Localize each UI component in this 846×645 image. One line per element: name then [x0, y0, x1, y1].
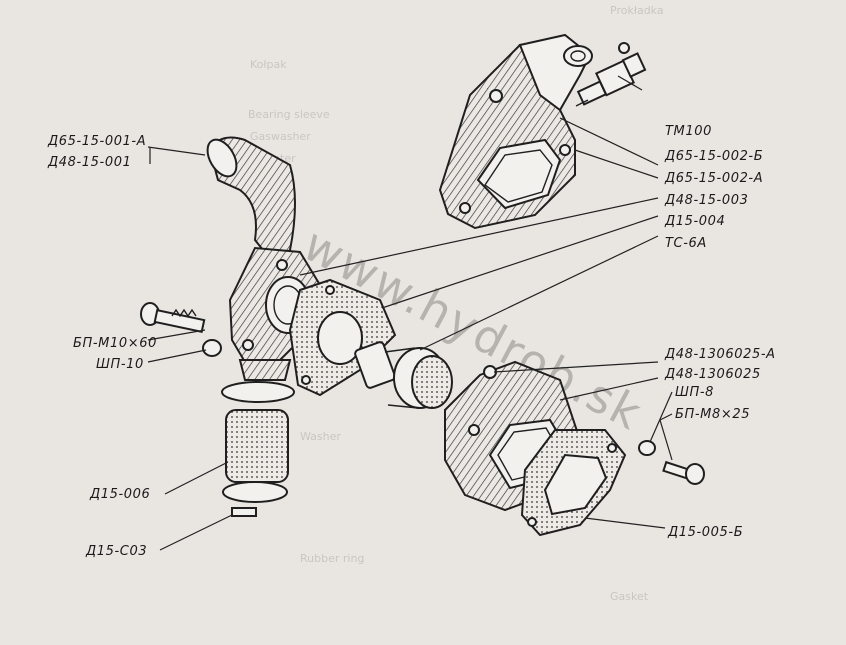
- label-d65-15-001-a: Д65-15-001-А: [47, 134, 146, 149]
- leader-lines: [147, 75, 673, 551]
- ghost-text-3: Bearing sleeve: [248, 108, 330, 121]
- label-d65-15-002-a: Д65-15-002-А: [664, 171, 763, 186]
- bolt-m10x60: [140, 302, 206, 334]
- ghost-text-4: Gaswasher: [250, 130, 311, 143]
- label-d15-003: Д15-С03: [85, 544, 147, 559]
- ghost-text-2: Kołpak: [250, 58, 287, 71]
- ghost-text-6: Washer: [300, 430, 341, 443]
- background-show-through-text: Prokładka Kołpak Bearing sleeve Gaswashe…: [248, 4, 664, 603]
- bolt-m8x25: [662, 460, 705, 485]
- label-d15-006: Д15-006: [89, 487, 150, 502]
- ghost-text-1: Prokładka: [610, 4, 664, 17]
- label-d48-1306025: Д48-1306025: [664, 367, 761, 382]
- label-d48-15-001: Д48-15-001: [47, 155, 131, 170]
- label-d15-005-b: Д15-005-Б: [667, 525, 743, 540]
- label-d15-004: Д15-004: [664, 214, 725, 229]
- label-d65-15-002-b: Д65-15-002-Б: [664, 149, 763, 164]
- ghost-text-8: Gasket: [610, 590, 649, 603]
- thermostat-ts-6a: [354, 341, 453, 409]
- ghost-text-7: Rubber ring: [300, 552, 364, 565]
- washer-shp-8: [638, 440, 656, 456]
- label-d48-1306025-a: Д48-1306025-А: [664, 347, 776, 362]
- label-bp-m10x60: БП-М10×60: [73, 336, 157, 351]
- label-ts-6a: ТС-6А: [665, 236, 707, 251]
- washer-shp-10: [202, 339, 222, 357]
- gasket-d48-15-003: [288, 278, 397, 397]
- gasket-d15-005-b: [520, 429, 627, 537]
- upper-bracket-housing: [438, 33, 593, 230]
- hose-and-clamps: [221, 381, 295, 517]
- temperature-sensor-tm100: [575, 42, 647, 107]
- label-tm100: ТМ100: [665, 124, 712, 139]
- part-labels: Д65-15-001-А Д48-15-001 ТМ100 Д65-15-002…: [47, 124, 776, 559]
- label-d48-15-003: Д48-15-003: [664, 193, 748, 208]
- label-bp-m8x25: БП-М8×25: [675, 407, 750, 422]
- label-shp-8: ШП-8: [675, 385, 714, 400]
- label-shp-10: ШП-10: [96, 357, 144, 372]
